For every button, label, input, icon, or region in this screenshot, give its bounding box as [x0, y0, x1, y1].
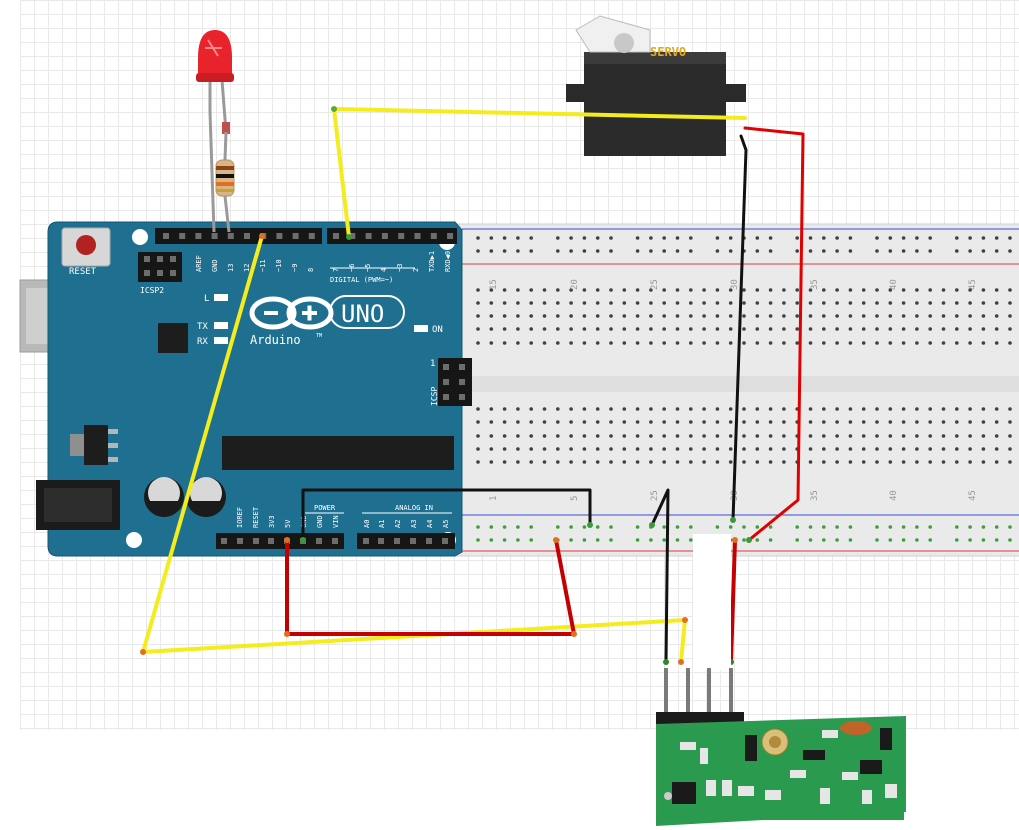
trademark-label: TM	[316, 333, 322, 339]
digital-header-right	[327, 228, 457, 244]
bb-bottom-num: 1	[489, 496, 499, 501]
capacitor-1	[144, 477, 184, 517]
servo-motor: SERVO	[566, 15, 746, 156]
usb-chip	[158, 323, 188, 353]
wire-servo-power	[743, 126, 805, 542]
analog-pin-label: A4	[426, 520, 434, 528]
power-pin-label: 5V	[284, 519, 292, 528]
wires	[141, 107, 805, 664]
digital-pin-label: 7	[332, 268, 340, 272]
power-pin-label: VIN	[332, 515, 340, 528]
power-pin-label: GND	[316, 515, 324, 528]
led-on	[414, 325, 428, 332]
analog-pin-label: A3	[410, 520, 418, 528]
capacitor-2	[186, 477, 226, 517]
bb-top-num: 45	[968, 279, 978, 290]
digital-pin-label: GND	[211, 259, 219, 272]
bb-bottom-num: 25	[650, 490, 660, 501]
analog-header	[357, 533, 455, 549]
led-rx-label: RX	[197, 337, 208, 347]
on-label: ON	[432, 325, 443, 335]
power-pin-label: 3V3	[268, 515, 276, 528]
digital-pin-label: 8	[307, 268, 315, 272]
wire-endpoints	[140, 106, 752, 665]
servo-label: SERVO	[650, 45, 686, 59]
wire-rf-gnd	[650, 488, 670, 664]
digital-label: DIGITAL (PWM=~)	[330, 276, 393, 284]
digital-pin-label: AREF	[195, 255, 203, 272]
digital-pin-label: 4	[380, 268, 388, 272]
power-pin-label: RESET	[252, 506, 260, 528]
bb-bottom-num: 40	[889, 490, 899, 501]
analog-pin-label: A1	[378, 520, 386, 528]
wire-servo-gnd	[731, 134, 748, 522]
arduino-brand-label: Arduino	[250, 333, 301, 347]
rf-receiver-module	[656, 534, 906, 826]
icsp2-label: ICSP2	[140, 286, 164, 295]
digital-pin-label: 2	[412, 268, 420, 272]
resistor	[215, 122, 235, 233]
power-pin-label: IOREF	[236, 507, 244, 528]
led-l-label: L	[204, 294, 209, 304]
bb-bottom-num: 35	[810, 490, 820, 501]
uno-label: UNO	[341, 300, 384, 328]
digital-pin-label: ~9	[291, 264, 299, 272]
wire-5v-rail	[285, 538, 576, 636]
digital-pin-label: 13	[227, 264, 235, 272]
led-l	[214, 294, 228, 301]
led-rx	[214, 337, 228, 344]
bb-top-num: 40	[889, 279, 899, 290]
digital-pin-label: 12	[243, 264, 251, 272]
icsp-pin1-label: 1	[430, 359, 435, 369]
led-tx	[214, 322, 228, 329]
analog-label: ANALOG IN	[395, 504, 433, 512]
atmega-chip	[222, 436, 454, 470]
voltage-regulator	[84, 425, 108, 465]
analog-pin-label: A0	[363, 520, 371, 528]
analog-pin-label: A5	[442, 520, 450, 528]
bb-bottom-num: 5	[570, 496, 580, 501]
bb-top-num: 20	[570, 279, 580, 290]
digital-pin-label: ~10	[275, 259, 283, 272]
bb-top-num: 15	[489, 279, 499, 290]
wire-rf-vcc	[729, 538, 737, 664]
bb-top-num: 35	[810, 279, 820, 290]
bb-bottom-num: 45	[968, 490, 978, 501]
digital-pin-label: RXD◀0	[444, 251, 452, 272]
bb-top-num: 25	[650, 279, 660, 290]
power-header	[216, 533, 344, 549]
breadboard: 15 20 25 30 35 40 45 1 5 25 30 35 40 45	[439, 223, 1019, 557]
bb-top-num: 30	[730, 279, 740, 290]
icsp-label: ICSP	[430, 387, 439, 406]
led-tx-label: TX	[197, 322, 208, 332]
digital-pin-label: TXD▶1	[428, 251, 436, 272]
reset-label: RESET	[69, 267, 97, 277]
digital-pin-label: ~11	[259, 259, 267, 272]
wire-gnd-rail	[301, 488, 592, 542]
analog-pin-label: A2	[394, 520, 402, 528]
power-label: POWER	[314, 504, 336, 512]
digital-header-left	[155, 228, 322, 244]
